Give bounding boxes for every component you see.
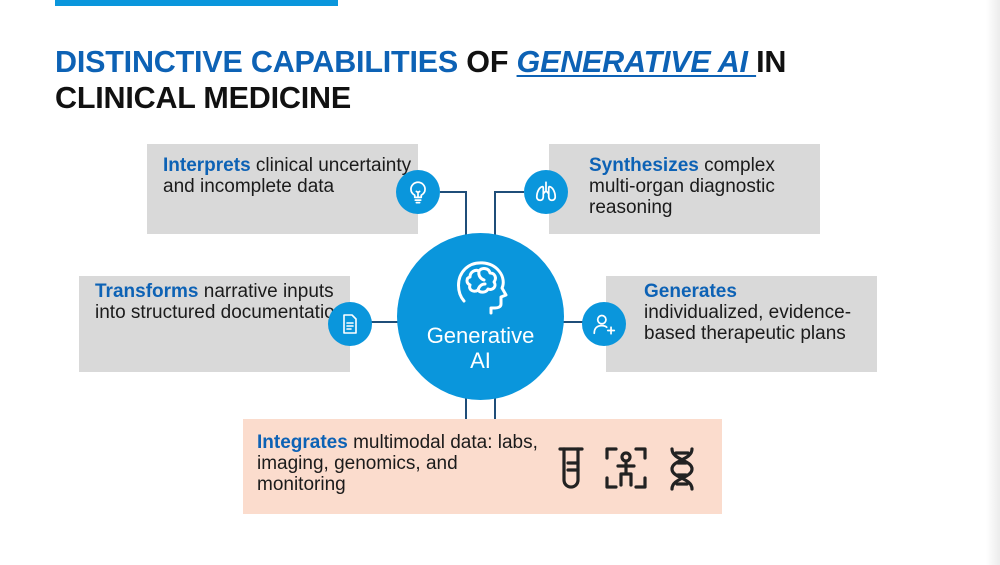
capability-keyword: Generates (644, 281, 737, 302)
capability-keyword: Transforms (95, 281, 199, 302)
slide-edge-shadow (986, 0, 1000, 565)
body-scan-icon (605, 447, 647, 489)
top-accent-bar (55, 0, 338, 6)
capability-box-integrates: Integrates multimodal data: labs, imagin… (243, 419, 722, 514)
lightbulb-icon (396, 170, 440, 214)
title-part-in: IN (756, 45, 787, 79)
capability-box-transforms: Transforms narrative inputs into structu… (79, 276, 350, 372)
capability-box-interprets: Interprets clinical uncertainty and inco… (147, 144, 418, 234)
hub-label-line1: Generative (426, 323, 535, 348)
capability-box-synthesizes: Synthesizes complex multi-organ diagnost… (549, 144, 820, 234)
title-link-generative-ai[interactable]: GENERATIVE AI (516, 45, 757, 79)
document-icon (328, 302, 372, 346)
capability-keyword: Synthesizes (589, 155, 699, 176)
lungs-icon (524, 170, 568, 214)
hub-label-line2: AI (470, 348, 491, 373)
capability-text: individualized, evidence-based therapeut… (644, 302, 852, 344)
capability-keyword: Integrates (257, 432, 348, 453)
capability-text: multimodal data: labs, imaging, genomics… (257, 432, 538, 495)
head-brain-icon (457, 261, 508, 315)
capability-text: narrative inputs into structured documen… (95, 281, 346, 323)
title-part-clinical-medicine: CLINICAL MEDICINE (55, 81, 351, 115)
title-part-of: OF (458, 45, 517, 79)
add-user-icon (582, 302, 626, 346)
title-part-capabilities: DISTINCTIVE CAPABILITIES (55, 45, 459, 79)
capability-text: clinical uncertainty and incomplete data (163, 155, 412, 197)
capability-keyword: Interprets (163, 155, 251, 176)
test-tube-icon (558, 447, 584, 489)
capability-text: complex multi-organ diagnostic reasoning (589, 155, 775, 218)
slide-title: DISTINCTIVE CAPABILITIES OF GENERATIVE A… (55, 44, 955, 116)
dna-icon (670, 447, 694, 491)
